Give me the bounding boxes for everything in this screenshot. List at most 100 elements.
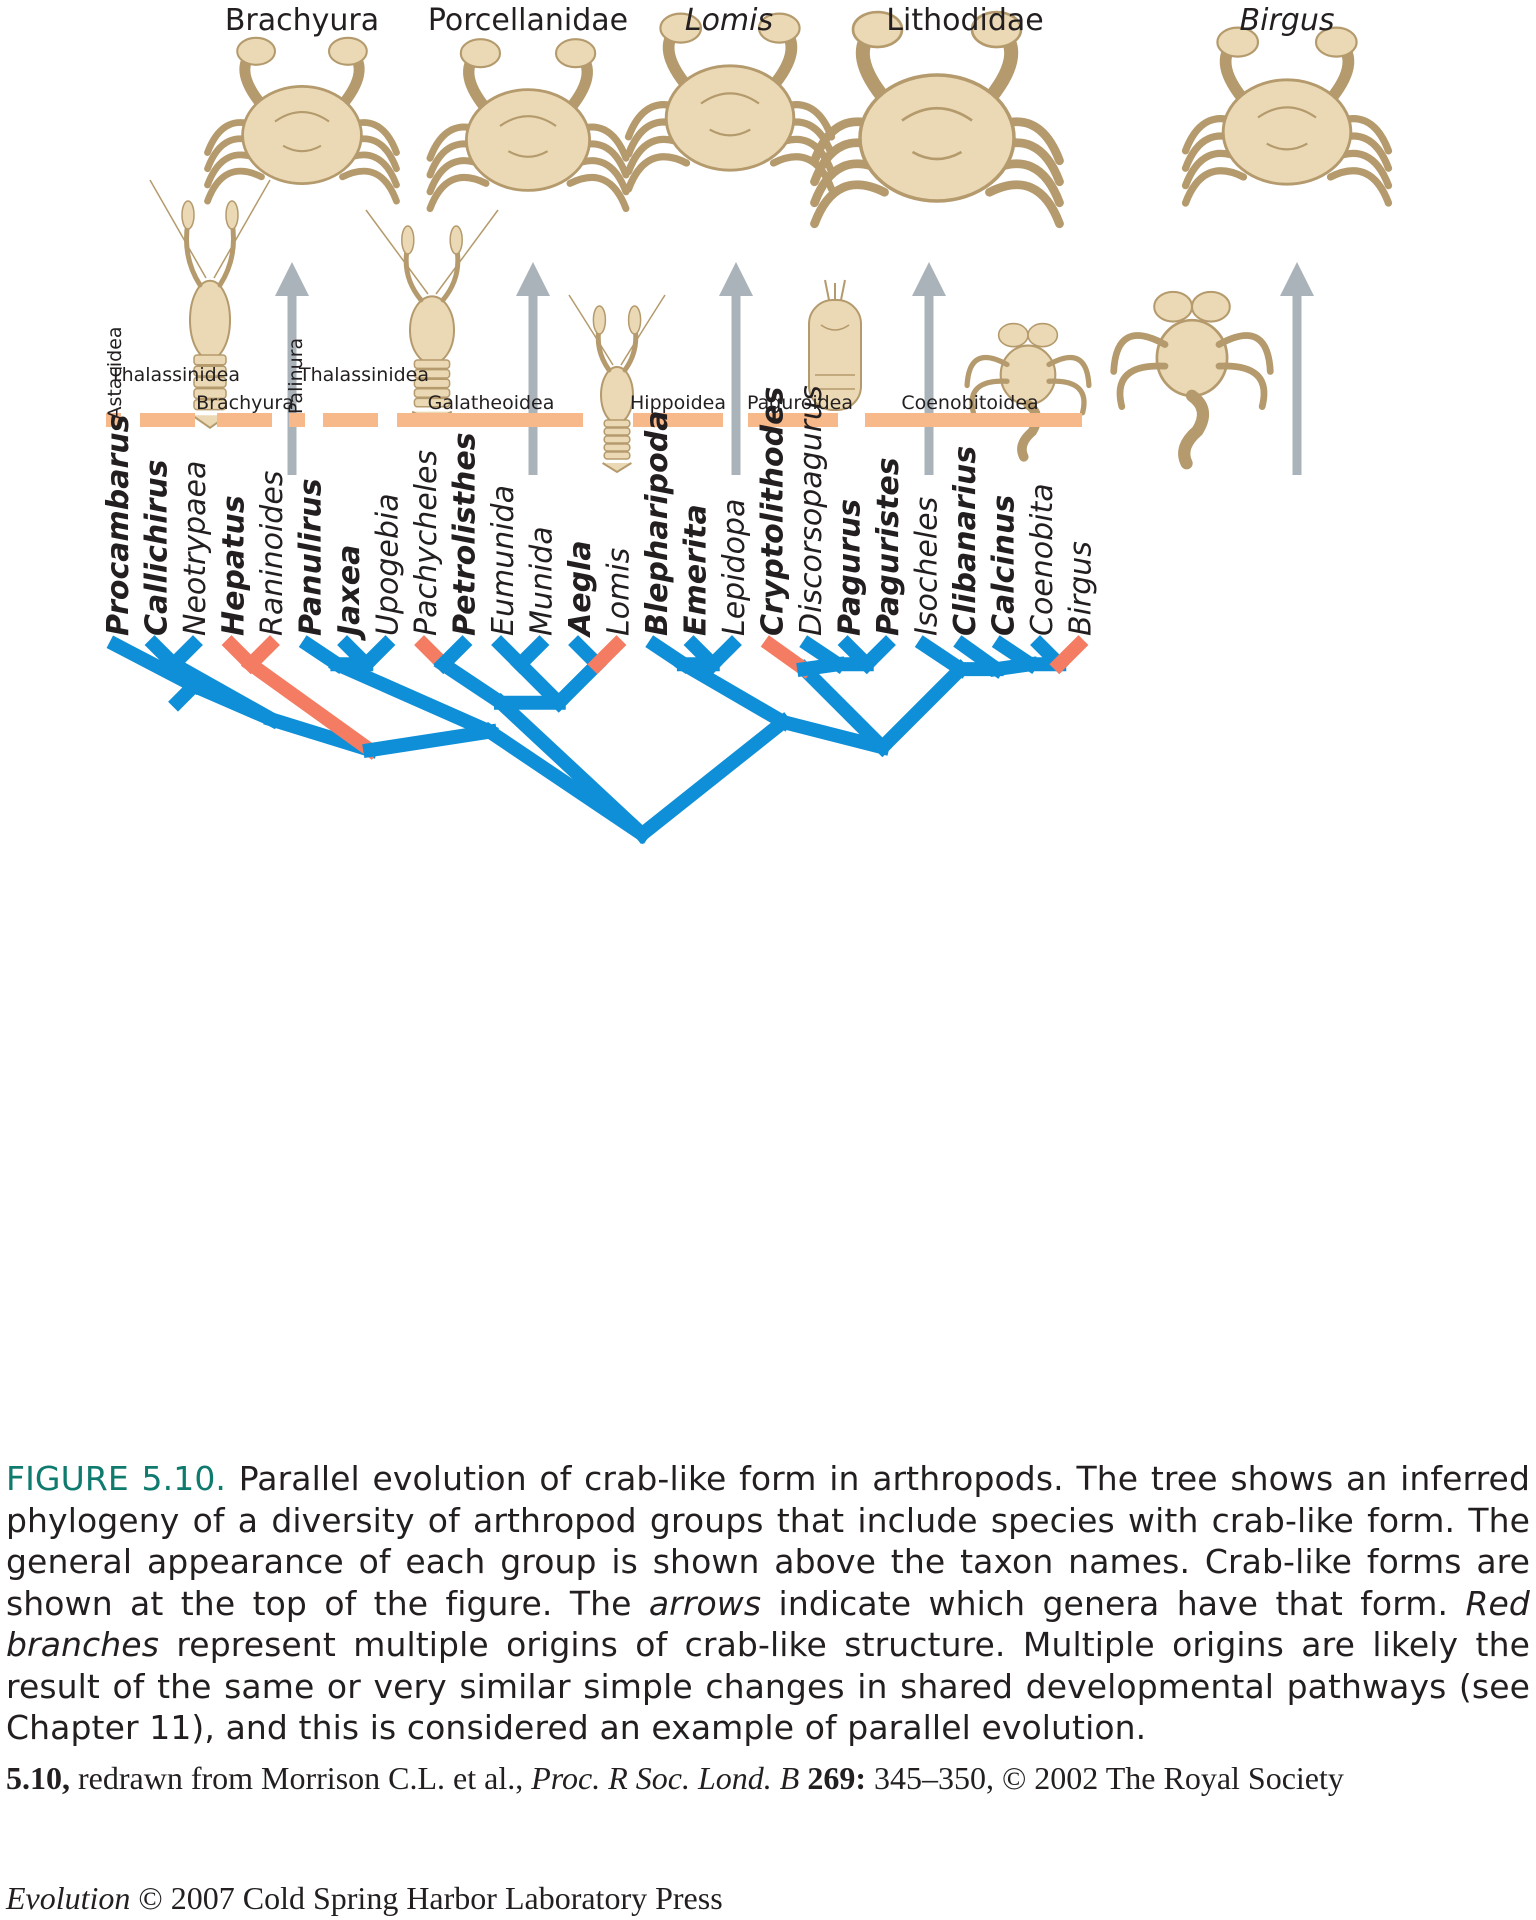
- blue-branch: [548, 654, 608, 713]
- group-label: Coenobitoidea: [901, 392, 1038, 414]
- crab-illustration: [426, 38, 630, 213]
- blue-branch: [164, 654, 282, 730]
- group-bar: [748, 413, 838, 427]
- caption-arrows-term: arrows: [648, 1583, 762, 1623]
- group-label: Thalassinidea: [298, 364, 429, 386]
- group-bar: [865, 413, 1082, 427]
- group-bar: [140, 413, 195, 427]
- group-bar: [633, 413, 723, 427]
- crab-illustration: [810, 10, 1064, 229]
- taxon-name: Birgus: [1064, 541, 1099, 636]
- taxon-name: Eumunida: [486, 485, 521, 636]
- red-branch: [240, 635, 280, 675]
- taxon-name: Pagurus: [833, 499, 868, 636]
- taxon-name: Paguristes: [871, 457, 906, 636]
- credit-volume: 269:: [799, 1760, 866, 1796]
- taxon-name: Pachycheles: [409, 450, 444, 636]
- red-branch: [587, 635, 627, 675]
- taxon-name: Coenobita: [1025, 483, 1060, 636]
- blue-branch: [328, 655, 499, 741]
- group-bar: [397, 413, 583, 427]
- group-bars: [106, 413, 1082, 427]
- crab-form-arrows: [275, 262, 1314, 475]
- group-bar: [323, 413, 378, 427]
- group-label: Galatheoidea: [428, 392, 555, 414]
- figure-label: FIGURE 5.10.: [6, 1459, 227, 1498]
- group-bar: [106, 413, 121, 427]
- lobster-illustration: [149, 179, 271, 430]
- crab-form-label: Lomis: [685, 3, 773, 38]
- gray-arrow: [719, 262, 753, 475]
- group-label: Thalassinidea: [109, 364, 240, 386]
- credit-journal: Proc. R Soc. Lond. B: [531, 1760, 800, 1796]
- group-bar: [289, 413, 305, 427]
- taxon-name: Discorsopagurus: [794, 385, 829, 636]
- crab-illustration: [204, 36, 400, 205]
- taxon-name: Panulirus: [294, 478, 329, 636]
- taxon-name: Aegla: [563, 540, 598, 638]
- blue-branch: [774, 713, 891, 756]
- red-branch: [240, 654, 381, 760]
- taxon-name: Upogebia: [371, 493, 406, 636]
- red-branch: [1049, 635, 1089, 675]
- taxon-name: Hepatus: [217, 495, 252, 636]
- blue-branch: [510, 635, 550, 675]
- blue-branch: [856, 635, 896, 675]
- blue-branch: [168, 675, 204, 712]
- taxon-name: Cryptolithodes: [756, 387, 791, 636]
- taxon-name: Lomis: [602, 548, 637, 636]
- taxon-name: Callichirus: [140, 459, 175, 636]
- credit-text: 345–350, © 2002 The Royal Society: [865, 1760, 1344, 1796]
- blue-branch: [794, 659, 893, 758]
- caption-text: Parallel evolution of crab-like form in …: [6, 1459, 1530, 1623]
- crab-form-label: Lithodidae: [886, 3, 1043, 38]
- gray-arrow: [1280, 262, 1314, 475]
- group-labels: AstacideaThalassinideaBrachyuraPalinuraT…: [104, 326, 1039, 419]
- blue-branch: [356, 635, 396, 675]
- taxon-name: Jaxea: [332, 545, 367, 641]
- blue-branch: [674, 654, 793, 732]
- crab-form-label: Birgus: [1240, 3, 1335, 38]
- hermit-crab-illustration: [1110, 290, 1274, 470]
- blue-branch: [491, 692, 652, 845]
- blue-branch: [163, 635, 203, 675]
- copyright-text: © 2007 Cold Spring Harbor Laboratory Pre…: [130, 1880, 723, 1916]
- taxon-name: Neotrypaea: [178, 461, 213, 636]
- lobster-illustration: [568, 294, 666, 474]
- taxon-name: Calcinus: [987, 495, 1022, 636]
- source-credit: 5.10, redrawn from Morrison C.L. et al.,…: [6, 1760, 1344, 1797]
- blue-branch: [433, 635, 473, 675]
- blue-branch: [362, 723, 498, 759]
- group-label: Hippoidea: [630, 392, 726, 414]
- gray-arrow: [516, 262, 550, 475]
- blue-branch: [433, 654, 511, 713]
- blue-branch: [632, 712, 793, 845]
- blue-branch: [510, 654, 569, 713]
- gray-arrow: [912, 262, 946, 475]
- blue-branch: [702, 635, 742, 675]
- gray-arrow: [275, 262, 309, 475]
- taxon-name: Clibanarius: [948, 446, 983, 636]
- blue-branch: [106, 635, 204, 696]
- crab-form-label: Brachyura: [225, 3, 379, 38]
- taxon-name: Isocheles: [910, 497, 945, 636]
- group-label: Astacidea: [104, 326, 126, 419]
- taxon-name: Petrolisthes: [448, 432, 483, 636]
- mole-crab-illustration: [808, 279, 862, 411]
- caption-red-branches-term: Red branches: [6, 1583, 1530, 1665]
- group-label: Palinura: [285, 338, 307, 414]
- taxon-name: Blepharipoda: [640, 411, 675, 636]
- credit-figure-ref: 5.10,: [6, 1760, 70, 1796]
- taxon-name: Procambarus: [101, 415, 136, 636]
- group-label: Paguroidea: [747, 392, 853, 414]
- caption-text: represent multiple origins of crab-like …: [6, 1625, 1530, 1747]
- crab-form-label: Porcellanidae: [428, 3, 628, 38]
- caption-text: indicate which genera have that form.: [761, 1583, 1466, 1623]
- animal-illustrations: [149, 10, 1393, 474]
- lobster-illustration: [365, 209, 499, 424]
- book-title: Evolution: [6, 1880, 131, 1916]
- blue-branch: [872, 659, 971, 758]
- book-copyright: Evolution © 2007 Cold Spring Harbor Labo…: [6, 1880, 723, 1917]
